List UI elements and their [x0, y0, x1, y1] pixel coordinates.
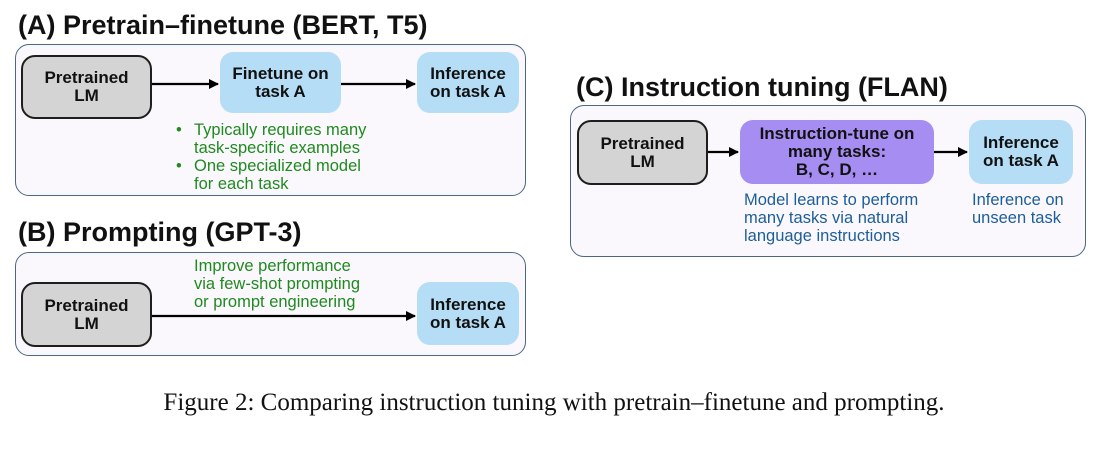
panel-a-finetune-node: Finetune on task A	[220, 52, 341, 113]
panel-c-pretrained-lm: Pretrained LM	[577, 120, 708, 185]
bullet-dot: •	[176, 157, 182, 175]
panel-a-pretrained-lm: Pretrained LM	[21, 55, 152, 119]
panel-b-pretrained-lm: Pretrained LM	[21, 282, 152, 347]
panel-a-bullets: • Typically requires many task-specific e…	[176, 121, 366, 193]
bullet-text: Typically requires many task-specific ex…	[194, 121, 367, 157]
panel-a-bullet: • Typically requires many task-specific e…	[176, 121, 366, 157]
panel-c-instruction-tune-node: Instruction-tune on many tasks: B, C, D,…	[740, 120, 934, 184]
panel-c-inference-node: Inference on task A	[969, 120, 1073, 184]
panel-c-title: (C) Instruction tuning (FLAN)	[576, 72, 948, 102]
panel-b-note: Improve performance via few-shot prompti…	[194, 257, 360, 311]
bullet-dot: •	[176, 121, 182, 139]
figure-caption: Figure 2: Comparing instruction tuning w…	[163, 389, 945, 416]
panel-a-inference-node: Inference on task A	[417, 52, 519, 113]
panel-b-title: (B) Prompting (GPT-3)	[18, 217, 302, 247]
panel-a-title: (A) Pretrain–finetune (BERT, T5)	[18, 10, 428, 40]
panel-c-instruction-note: Model learns to perform many tasks via n…	[744, 191, 919, 245]
panel-b-inference-node: Inference on task A	[417, 282, 519, 345]
bullet-text: One specialized model for each task	[194, 157, 361, 193]
panel-c-inference-note: Inference on unseen task	[972, 191, 1064, 227]
panel-a-bullet: • One specialized model for each task	[176, 157, 366, 193]
